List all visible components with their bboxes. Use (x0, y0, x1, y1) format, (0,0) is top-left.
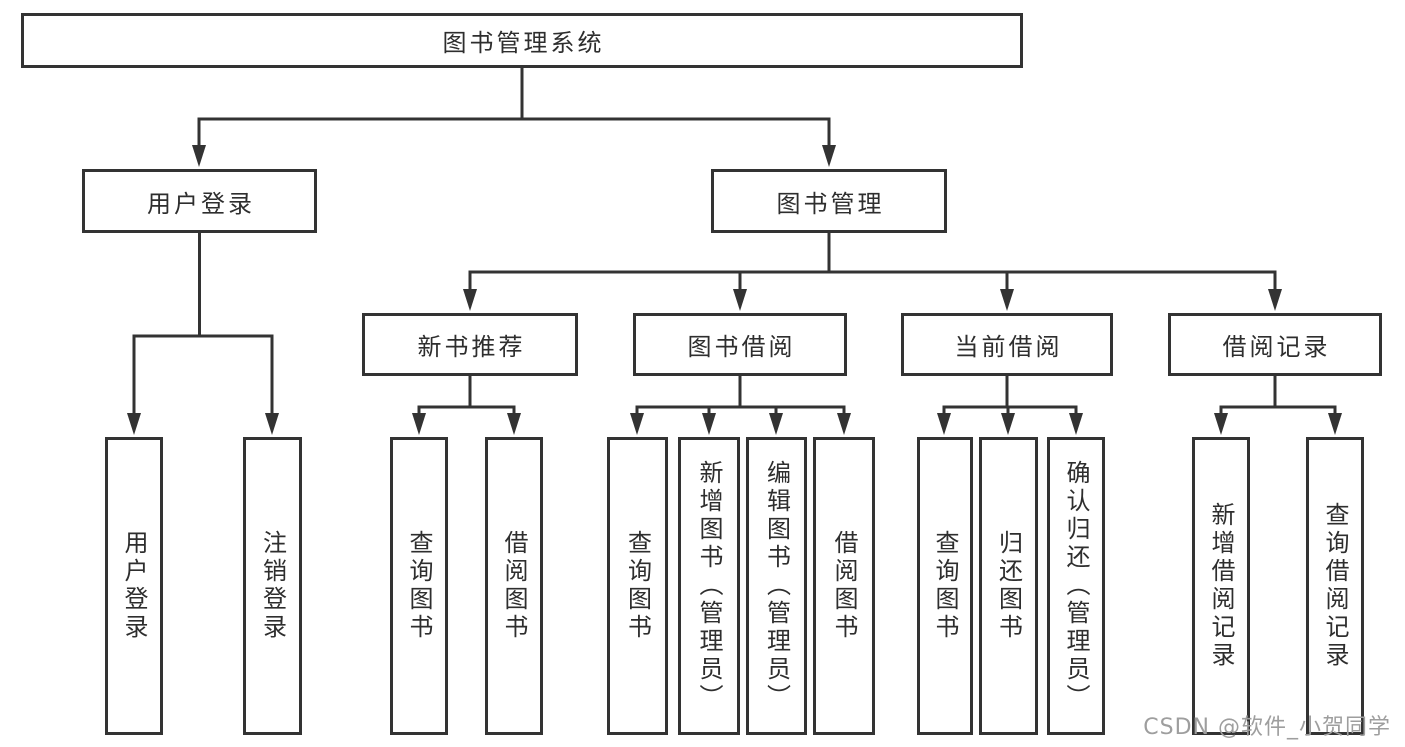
node-label: 新书推荐 (417, 333, 526, 361)
leaf-return-book: 归还图书 (979, 437, 1038, 735)
node-label: 编辑图书（管理员） (762, 460, 791, 712)
node-label: 确认归还（管理员） (1062, 460, 1090, 712)
leaf-add-borrow-record: 新增借阅记录 (1192, 437, 1250, 735)
node-label: 图书管理 (776, 189, 885, 218)
node-label: 图书管理系统 (442, 29, 605, 57)
node-label: 借阅图书 (830, 530, 858, 642)
node-label: 查询图书 (623, 530, 652, 642)
leaf-query-books-current: 查询图书 (917, 437, 973, 735)
leaf-confirm-return-admin: 确认归还（管理员） (1047, 437, 1105, 735)
node-label: 查询借阅记录 (1321, 502, 1349, 670)
node-label: 查询图书 (931, 530, 959, 642)
node-label: 用户登录 (147, 189, 255, 218)
node-borrow-records: 借阅记录 (1168, 313, 1382, 376)
leaf-borrow-books-recommend: 借阅图书 (485, 437, 543, 735)
node-book-borrow: 图书借阅 (633, 313, 847, 376)
leaf-borrow-books: 借阅图书 (813, 437, 875, 735)
node-label: 新增借阅记录 (1207, 502, 1235, 670)
node-label: 用户登录 (120, 530, 148, 642)
node-label: 图书借阅 (687, 333, 796, 361)
leaf-query-books-borrow: 查询图书 (607, 437, 668, 735)
leaf-query-borrow-record: 查询借阅记录 (1306, 437, 1364, 735)
node-label: 注销登录 (258, 530, 287, 642)
node-label: 归还图书 (994, 530, 1023, 642)
leaf-add-book-admin: 新增图书（管理员） (678, 437, 740, 735)
node-book-management: 图书管理 (711, 169, 947, 233)
node-root-system: 图书管理系统 (21, 13, 1023, 68)
csdn-watermark: CSDN @软件_小贺同学 (1143, 715, 1391, 740)
node-current-borrow: 当前借阅 (901, 313, 1113, 376)
arrowheads (127, 145, 1342, 435)
leaf-user-login: 用户登录 (105, 437, 163, 735)
leaf-query-books-recommend: 查询图书 (390, 437, 448, 735)
leaf-logout: 注销登录 (243, 437, 302, 735)
node-user-login: 用户登录 (82, 169, 317, 233)
node-label: 借阅记录 (1222, 333, 1331, 361)
node-new-book-recommend: 新书推荐 (362, 313, 578, 376)
node-label: 新增图书（管理员） (695, 460, 723, 712)
node-label: 当前借阅 (954, 333, 1063, 361)
node-label: 借阅图书 (500, 530, 528, 642)
leaf-edit-book-admin: 编辑图书（管理员） (746, 437, 807, 735)
node-label: 查询图书 (405, 530, 433, 642)
